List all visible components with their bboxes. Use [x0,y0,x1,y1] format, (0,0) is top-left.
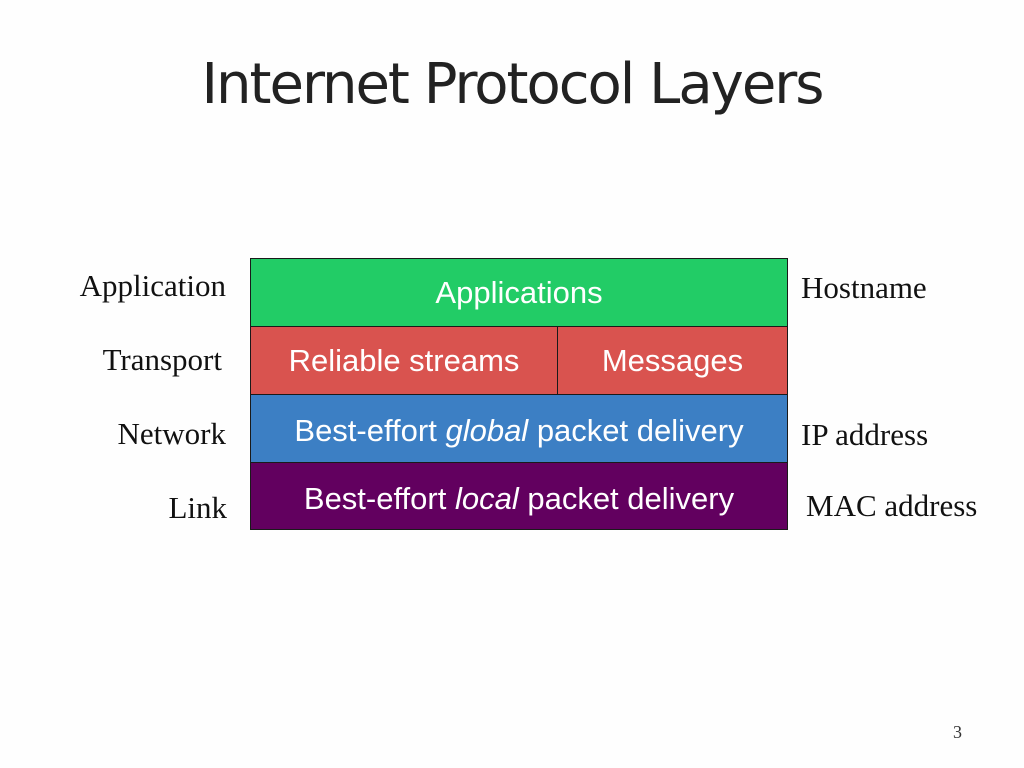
protocol-stack: Applications Reliable streams Messages B… [250,258,788,530]
layer-label-link: Link [168,490,227,525]
messages-box: Messages [557,326,788,395]
reliable-streams-box: Reliable streams [250,326,558,395]
page-number: 3 [953,722,962,742]
messages-text: Messages [601,342,744,378]
link-delivery-text: Best-effort local packet delivery [303,481,735,516]
network-delivery-text: Best-effort global packet delivery [294,413,744,448]
identifier-mac-address: MAC address [806,488,978,523]
layer-label-transport: Transport [102,342,222,377]
link-delivery-box: Best-effort local packet delivery [250,462,788,530]
identifier-hostname: Hostname [801,270,927,305]
slide-title: Internet Protocol Layers [201,52,825,117]
network-delivery-box: Best-effort global packet delivery [250,394,788,463]
reliable-streams-text: Reliable streams [288,342,520,378]
layer-label-application: Application [79,268,226,303]
applications-text: Applications [435,274,603,310]
identifier-ip-address: IP address [801,417,929,452]
applications-box: Applications [250,258,788,327]
layer-label-network: Network [117,416,226,451]
